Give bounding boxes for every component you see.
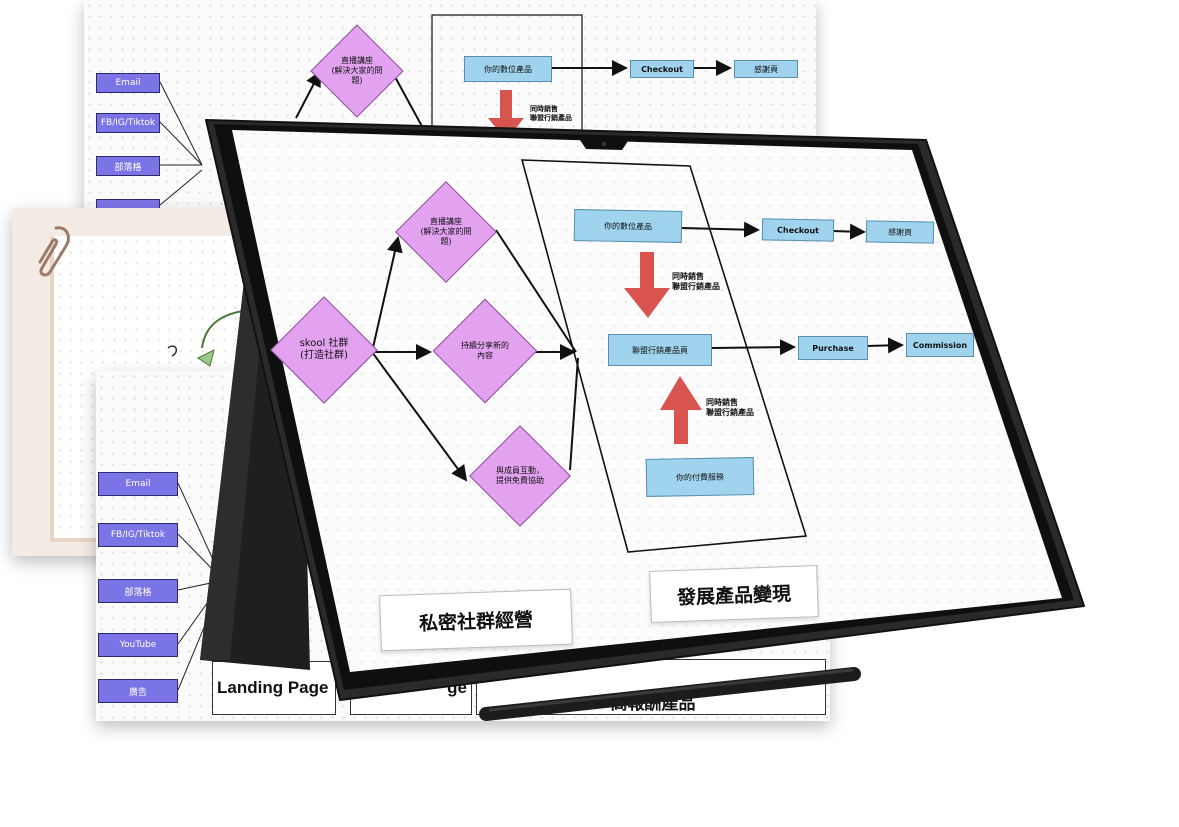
tablet-label-private-community: 私密社群經營: [379, 588, 573, 652]
back-sell-note: 同時銷售 聯盟行銷產品: [530, 105, 572, 123]
tablet-interact-diamond: 與成員互動， 提供免費協助: [469, 425, 571, 527]
tablet-purchase-box: Purchase: [798, 336, 868, 360]
tablet-commission-box: Commission: [906, 333, 974, 357]
tablet-sell-note-2: 同時銷售 聯盟行銷產品: [706, 398, 754, 418]
tablet-affiliate-page-box: 聯盟行銷產品頁: [608, 334, 712, 366]
paperclip-icon: [38, 226, 70, 277]
back-thanks-box: 感謝頁: [734, 60, 798, 78]
back-product-box: 你的數位產品: [464, 56, 552, 82]
tablet-share-diamond: 持續分享新的 內容: [432, 298, 538, 404]
front-source-youtube: YouTube: [98, 633, 178, 657]
front-source-social: FB/IG/Tiktok: [98, 523, 178, 547]
tablet-live-diamond: 直播講座 (解決大家的問 題): [395, 181, 497, 283]
front-source-email: Email: [98, 472, 178, 496]
back-diamond-live: 直播講座 (解決大家的問 題): [310, 24, 404, 118]
back-source-email: Email: [96, 73, 160, 93]
tablet-checkout-box: Checkout: [761, 218, 835, 242]
front-source-ads: 廣告: [98, 679, 178, 703]
front-source-blog: 部落格: [98, 579, 178, 603]
tablet-paid-service-box: 你的付費服務: [645, 457, 755, 497]
tablet-community-diamond: skool 社群 (打造社群): [270, 296, 378, 404]
back-source-social: FB/IG/Tiktok: [96, 113, 160, 133]
back-checkout-box: Checkout: [630, 60, 694, 78]
tablet-label-product-monetization: 發展產品變現: [649, 565, 819, 623]
landing-page-box-1: Landing Page: [212, 661, 336, 715]
tablet-product-box: 你的數位產品: [573, 209, 683, 243]
tablet-thanks-box: 感謝頁: [865, 220, 935, 244]
tablet-sell-note-1: 同時銷售 聯盟行銷產品: [672, 272, 720, 292]
back-source-blog: 部落格: [96, 156, 160, 176]
